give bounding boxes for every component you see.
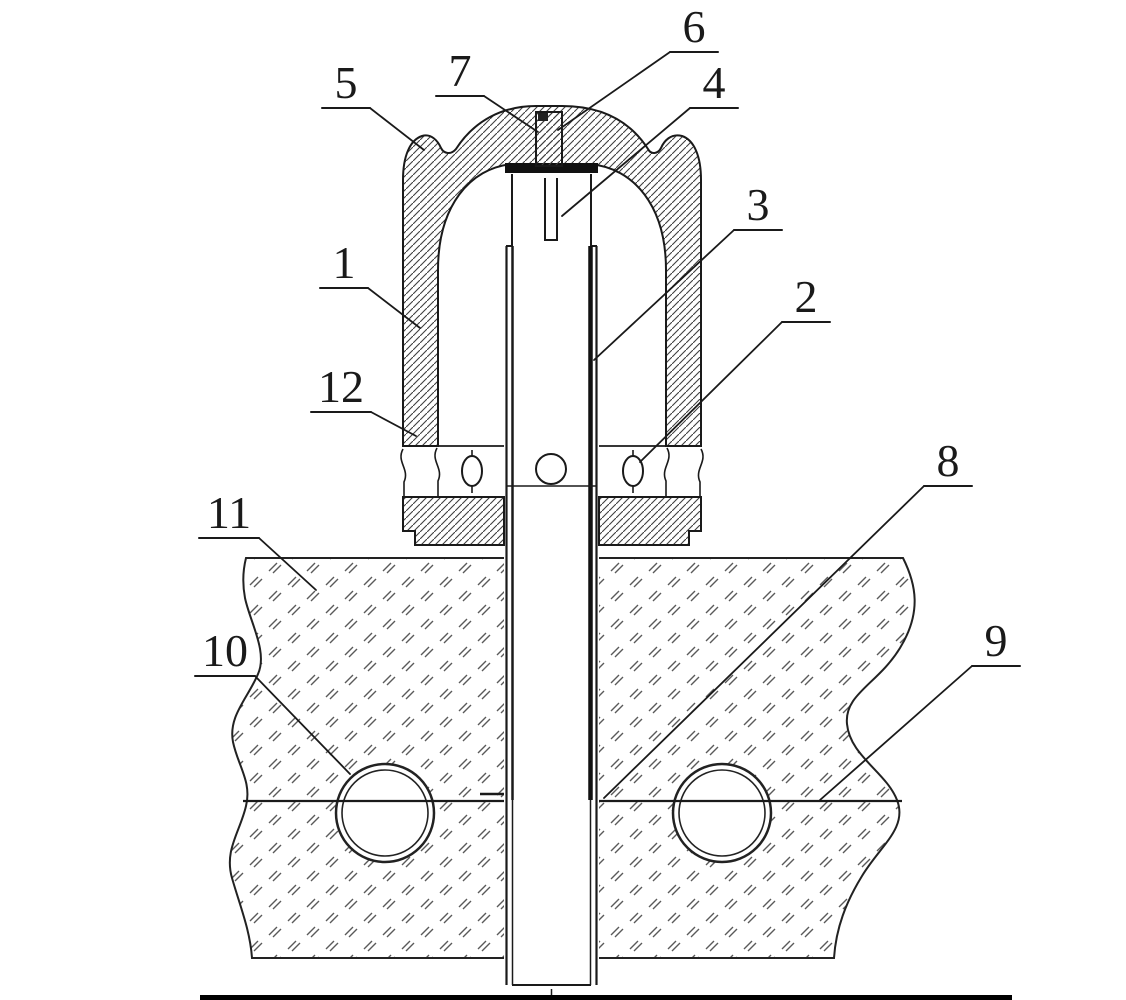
bell-housing bbox=[402, 105, 702, 447]
callout-8-label: 8 bbox=[937, 435, 960, 486]
right-gasket-curves bbox=[663, 447, 704, 496]
scan-artifact-bar bbox=[200, 995, 1012, 1000]
center-tube bbox=[505, 111, 598, 997]
callout-7-label: 7 bbox=[449, 45, 472, 96]
callout-4-label: 4 bbox=[703, 57, 726, 108]
callout-10: 10 bbox=[194, 625, 351, 775]
right-bolt bbox=[622, 450, 644, 493]
tube-cap bbox=[505, 163, 598, 173]
flange-assembly bbox=[400, 445, 704, 496]
ground-cross-section bbox=[228, 550, 916, 965]
callout-9-label: 9 bbox=[985, 615, 1008, 666]
left-bolt bbox=[461, 450, 483, 493]
callout-12-label: 12 bbox=[318, 361, 364, 412]
inner-slot bbox=[544, 178, 558, 241]
top-stub bbox=[535, 111, 563, 167]
callout-6-label: 6 bbox=[683, 1, 706, 52]
callout-11-label: 11 bbox=[207, 487, 251, 538]
callout-5-label: 5 bbox=[335, 57, 358, 108]
callouts: 5 7 6 4 3 2 1 bbox=[194, 1, 1021, 801]
right-base-block bbox=[598, 496, 702, 546]
callout-1-label: 1 bbox=[333, 237, 356, 288]
callout-6: 6 bbox=[557, 1, 719, 131]
callout-2-label: 2 bbox=[795, 271, 818, 322]
right-pipe-hole bbox=[671, 762, 773, 864]
callout-12: 12 bbox=[310, 361, 417, 437]
left-pipe-hole bbox=[334, 762, 436, 864]
callout-9: 9 bbox=[819, 615, 1021, 801]
tube-channel-gap bbox=[504, 550, 599, 965]
base-blocks bbox=[402, 496, 702, 546]
center-port bbox=[535, 453, 567, 485]
callout-2: 2 bbox=[639, 271, 831, 463]
callout-4: 4 bbox=[561, 57, 739, 217]
callout-3-label: 3 bbox=[747, 179, 770, 230]
callout-11: 11 bbox=[198, 487, 317, 591]
callout-8: 8 bbox=[603, 435, 973, 799]
callout-3: 3 bbox=[593, 179, 783, 361]
left-gasket-curves bbox=[400, 447, 441, 496]
callout-7: 7 bbox=[435, 45, 539, 133]
ground-interface-line bbox=[243, 792, 902, 803]
left-base-block bbox=[402, 496, 505, 546]
callout-5: 5 bbox=[321, 57, 425, 151]
callout-10-label: 10 bbox=[202, 625, 248, 676]
dome-wall bbox=[402, 105, 702, 447]
callout-1: 1 bbox=[319, 237, 421, 329]
